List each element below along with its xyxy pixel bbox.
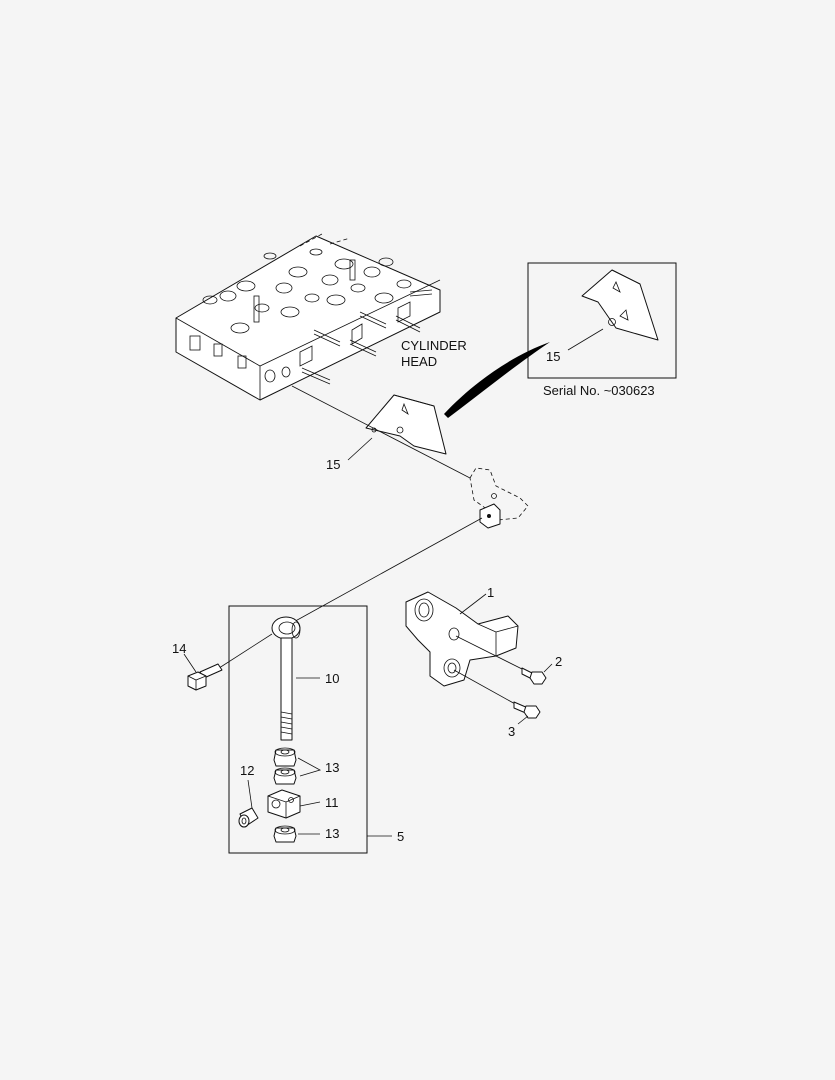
- axis-bolt-2: [455, 635, 533, 675]
- inset-box: [527, 262, 677, 379]
- part-label-2: 2: [555, 654, 562, 669]
- part-label-13-upper: 13: [325, 760, 339, 775]
- inset-bracket-15: [581, 269, 659, 341]
- bushing-12: [238, 807, 259, 828]
- leader-14: [183, 653, 197, 673]
- leader-1: [459, 593, 487, 615]
- part-label-13-lower: 13: [325, 826, 339, 841]
- part-label-14: 14: [172, 641, 186, 656]
- leader-12: [247, 779, 253, 809]
- dashed-mating-part: [469, 467, 529, 529]
- bolt-3: [513, 701, 541, 719]
- bolt-2: [521, 667, 547, 685]
- cylinder-head-label-line2: HEAD: [401, 354, 437, 369]
- part-label-11: 11: [325, 795, 339, 810]
- callout-arrow: [444, 342, 550, 418]
- assembly-box-5: [228, 605, 368, 854]
- rod-10: [271, 616, 301, 741]
- bolt-14: [187, 663, 223, 691]
- cylinder-head-illustration: [175, 233, 441, 401]
- bracket-15: [365, 394, 447, 455]
- leader-15-main: [347, 437, 373, 461]
- nut-13-upper: [273, 747, 297, 767]
- alignment-line-upper: [291, 385, 471, 479]
- leader-3: [517, 715, 529, 725]
- part-label-1: 1: [487, 585, 494, 600]
- leader-15-inset: [567, 328, 604, 351]
- part-label-3: 3: [508, 724, 515, 739]
- leader-13-upper: [297, 757, 322, 777]
- nut-13-middle: [273, 767, 297, 785]
- nut-13-lower: [273, 825, 297, 843]
- part-label-5: 5: [397, 829, 404, 844]
- part-label-15-inset: 15: [546, 349, 560, 364]
- leader-2: [543, 663, 553, 673]
- part-label-15-main: 15: [326, 457, 340, 472]
- part-label-12: 12: [240, 763, 254, 778]
- cylinder-head-label-line1: CYLINDER: [401, 338, 467, 353]
- leader-11: [299, 801, 321, 807]
- part-label-10: 10: [325, 671, 339, 686]
- swivel-block-11: [267, 789, 301, 819]
- alignment-line-bolt: [215, 633, 273, 671]
- serial-number-note: Serial No. ~030623: [543, 383, 655, 398]
